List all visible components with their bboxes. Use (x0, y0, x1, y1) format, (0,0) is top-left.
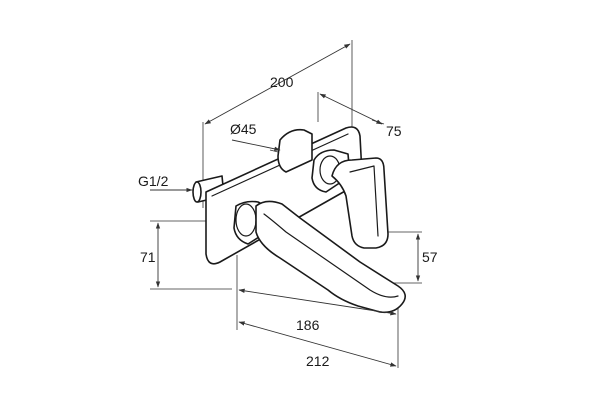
label-thread: G1/2 (138, 173, 169, 189)
label-overall-width: 200 (270, 74, 294, 90)
label-rosette-diameter: Ø45 (230, 121, 257, 137)
dim-line-overall-width (204, 43, 351, 125)
thread-pipe-end (192, 181, 202, 203)
label-depth: 75 (386, 123, 402, 139)
lever-handle (331, 157, 389, 249)
dimension-labels: 200 75 Ø45 G1/2 71 57 186 212 (138, 74, 438, 369)
dim-line-depth (319, 93, 383, 125)
dimension-lines (150, 43, 421, 367)
label-total-reach: 212 (306, 353, 330, 369)
rosette (277, 128, 313, 173)
label-height-left: 71 (140, 249, 156, 265)
dim-line-spout-reach (238, 288, 397, 316)
label-height-right: 57 (422, 249, 438, 265)
faucet-body (192, 126, 406, 314)
dim-line-rosette (231, 139, 281, 152)
dim-line-total-reach (238, 321, 397, 367)
lever-handle-ridge (349, 165, 379, 237)
label-spout-reach: 186 (296, 317, 320, 333)
